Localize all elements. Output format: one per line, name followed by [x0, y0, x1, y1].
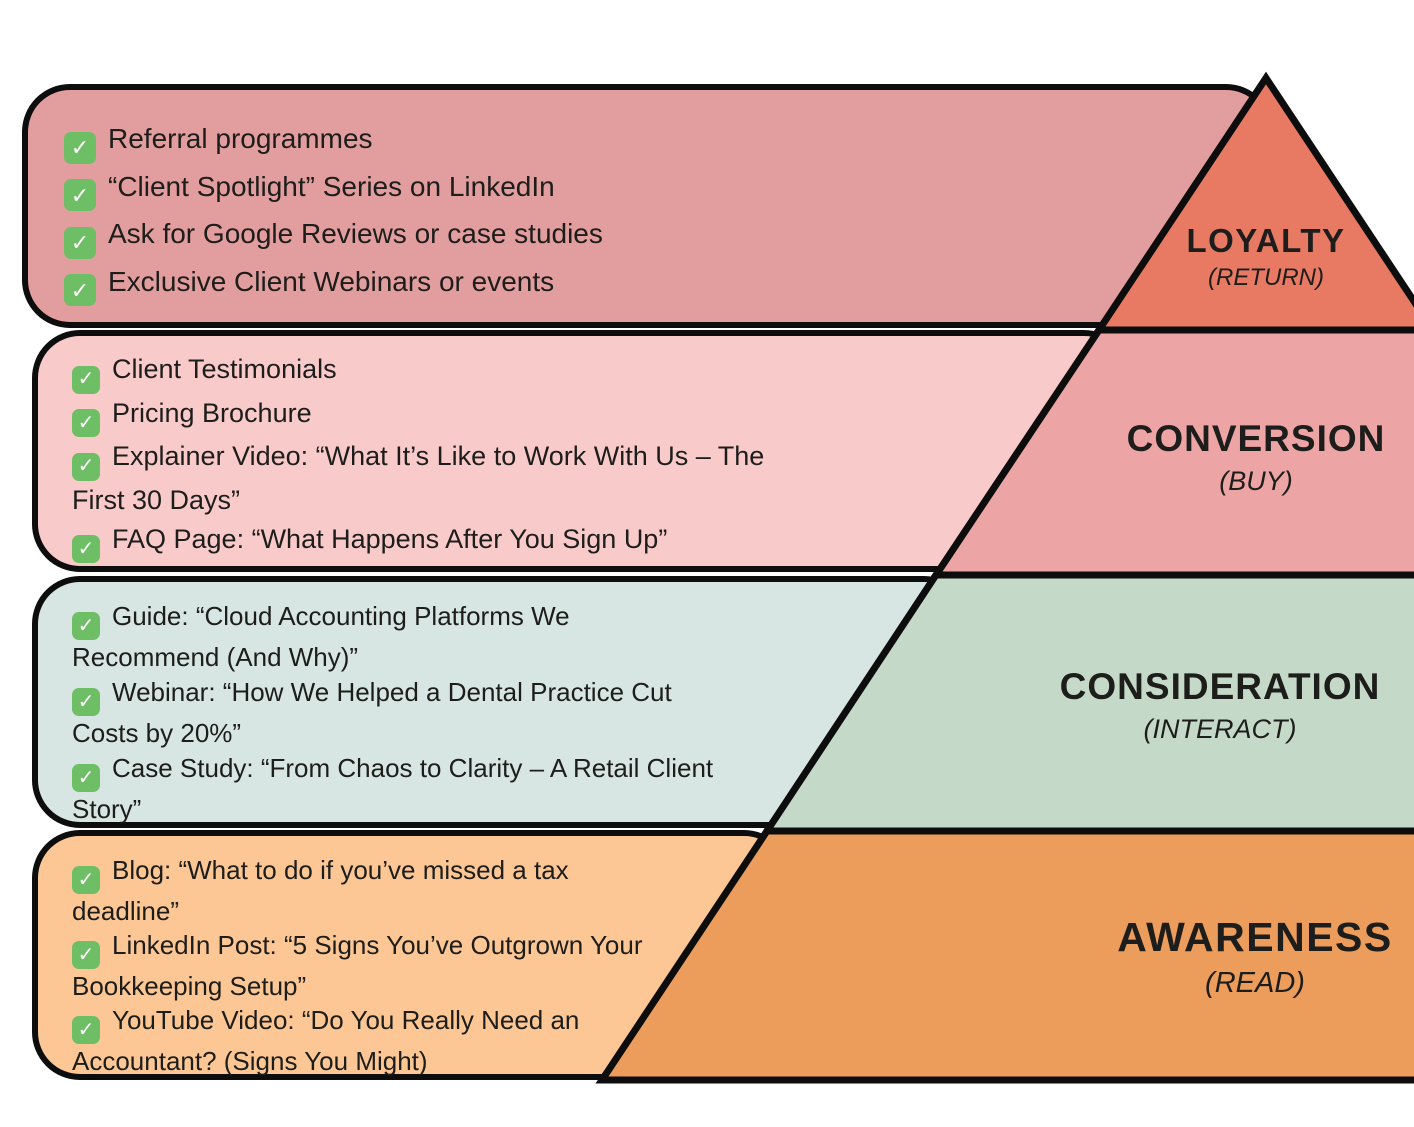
tactics-box-loyalty: ✓ Referral programmes ✓ “Client Spotlight”…: [22, 84, 1274, 328]
check-icon: ✓: [72, 452, 100, 481]
pyramid-band-loyalty: [1092, 71, 1414, 334]
list-item: ✓Webinar: “How We Helped a Dental Practi…: [72, 675, 722, 751]
list-item-text: Guide: “Cloud Accounting Platforms We Re…: [72, 601, 570, 673]
list-item: ✓ Referral programmes: [64, 116, 1204, 164]
list-item: ✓Guide: “Cloud Accounting Platforms We R…: [72, 599, 722, 675]
list-item-text: “Client Spotlight” Series on LinkedIn: [108, 170, 555, 202]
stage-action: (INTERACT): [1143, 714, 1297, 744]
check-icon: ✓: [72, 866, 100, 894]
check-icon: ✓: [72, 688, 100, 716]
list-item: ✓Explainer Video: “What It’s Like to Wor…: [72, 437, 817, 520]
list-item: ✓LinkedIn Post: “5 Signs You’ve Outgrown…: [72, 928, 682, 1003]
list-item: ✓ Pricing Brochure: [72, 394, 817, 437]
list-item: ✓Blog: “What to do if you’ve missed a ta…: [72, 853, 682, 928]
list-item: ✓ Ask for Google Reviews or case studies: [64, 211, 1204, 259]
list-item-text: Referral programmes: [108, 123, 373, 154]
list-item: ✓Case Study: “From Chaos to Clarity – A …: [72, 751, 722, 827]
list-item: ✓YouTube Video: “Do You Really Need an A…: [72, 1003, 682, 1078]
stage-name: CONVERSION: [1126, 418, 1386, 459]
check-icon: ✓: [64, 274, 96, 306]
check-icon: ✓: [72, 365, 100, 394]
stage-action: (READ): [1205, 967, 1305, 999]
pyramid-band-conversion: [929, 326, 1414, 579]
list-item-text: Pricing Brochure: [112, 397, 312, 428]
stage-name: CONSIDERATION: [1059, 666, 1381, 707]
list-item-text: Case Study: “From Chaos to Clarity – A R…: [72, 752, 714, 824]
tactics-box-conversion: ✓ Client Testimonials ✓ Pricing Brochure ✓…: [32, 330, 1132, 572]
check-icon: ✓: [64, 226, 96, 259]
check-icon: ✓: [72, 941, 100, 969]
stage-action: (RETURN): [1208, 264, 1324, 291]
check-icon: ✓: [72, 409, 100, 437]
list-item: ✓ “Client Spotlight” Series on LinkedIn: [64, 164, 1204, 211]
band-label-consideration: CONSIDERATION (INTERACT): [1020, 666, 1414, 745]
pyramid-band-awareness: [595, 827, 1414, 1084]
check-icon: ✓: [72, 612, 100, 641]
list-item: ✓ FAQ Page: “What Happens After You Sign …: [72, 520, 817, 563]
stage-name: AWARENESS: [1117, 914, 1393, 960]
band-label-conversion: CONVERSION (BUY): [1056, 418, 1414, 497]
stage-action: (BUY): [1219, 466, 1293, 496]
list-item-text: YouTube Video: “Do You Really Need an Ac…: [72, 1005, 580, 1076]
list-item-text: Explainer Video: “What It’s Like to Work…: [72, 441, 765, 515]
check-icon: ✓: [72, 535, 100, 563]
list-item-text: Ask for Google Reviews or case studies: [108, 218, 603, 249]
list-item: ✓ Client Testimonials: [72, 350, 817, 394]
check-icon: ✓: [72, 763, 100, 792]
tactics-box-consideration: ✓Guide: “Cloud Accounting Platforms We R…: [32, 576, 972, 828]
list-item: ✓ Exclusive Client Webinars or events: [64, 259, 1204, 306]
list-item-text: LinkedIn Post: “5 Signs You’ve Outgrown …: [72, 930, 643, 1001]
pyramid-band-consideration: [760, 571, 1414, 835]
band-label-awareness: AWARENESS (READ): [1055, 914, 1414, 1000]
list-item-text: Exclusive Client Webinars or events: [108, 265, 555, 297]
check-icon: ✓: [64, 131, 96, 164]
band-label-loyalty: LOYALTY (RETURN): [1096, 222, 1414, 292]
list-item-text: Blog: “What to do if you’ve missed a tax…: [72, 855, 569, 926]
check-icon: ✓: [64, 179, 96, 211]
list-item-text: Webinar: “How We Helped a Dental Practic…: [72, 676, 672, 748]
list-item-text: FAQ Page: “What Happens After You Sign U…: [112, 523, 668, 554]
check-icon: ✓: [72, 1016, 100, 1044]
list-item-text: Client Testimonials: [112, 354, 337, 384]
stage-name: LOYALTY: [1186, 222, 1346, 259]
